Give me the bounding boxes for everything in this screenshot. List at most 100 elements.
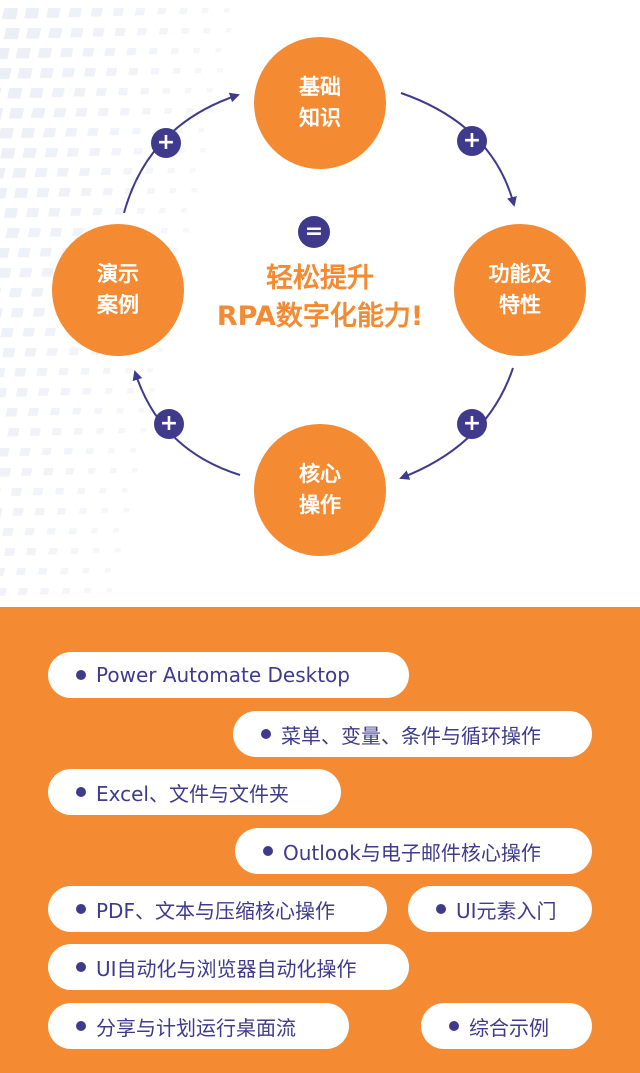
pattern-square (78, 508, 88, 514)
pattern-square (184, 88, 192, 94)
pattern-square (51, 88, 65, 98)
pattern-square (81, 48, 95, 57)
node-features-line1: 功能及 (488, 262, 552, 286)
pattern-square (39, 588, 50, 595)
pattern-square (32, 308, 46, 317)
pattern-square (60, 568, 69, 574)
bullet-dot-icon (76, 670, 86, 680)
pattern-square (180, 208, 188, 213)
pattern-square (148, 48, 158, 55)
pattern-square (36, 188, 50, 198)
pattern-square (109, 128, 120, 136)
pattern-square (0, 268, 12, 278)
pattern-square (15, 48, 31, 59)
pattern-square (22, 148, 37, 158)
pattern-square (58, 368, 69, 376)
pattern-square (129, 448, 137, 453)
pattern-square (194, 68, 203, 74)
pattern-square (1, 8, 19, 20)
node-demo-cases-line1: 演示 (97, 262, 139, 286)
pattern-square (64, 128, 78, 137)
pattern-square (105, 68, 118, 76)
pattern-square (80, 188, 92, 196)
pattern-square (112, 8, 125, 16)
pattern-square (157, 348, 164, 353)
topic-pill-power-automate-desktop: Power Automate Desktop (48, 652, 409, 698)
center-title-line2: RPA数字化能力! (216, 301, 424, 332)
pattern-square (30, 108, 46, 118)
pattern-square (158, 28, 169, 35)
pattern-square (82, 388, 92, 395)
pattern-square (46, 528, 56, 535)
node-core-ops-line2: 操作 (299, 493, 341, 517)
arrow-top-to-right (400, 92, 517, 207)
topic-label: 分享与计划运行桌面流 (96, 1015, 296, 1040)
pattern-square (123, 508, 130, 513)
pattern-square (87, 468, 96, 474)
pattern-square (44, 148, 59, 158)
pattern-square (150, 68, 160, 75)
pattern-square (59, 388, 71, 396)
pattern-square (92, 208, 103, 216)
pattern-square (85, 448, 95, 454)
pattern-square (138, 408, 145, 413)
pattern-square (106, 588, 113, 593)
pattern-square (100, 168, 112, 176)
pattern-square (116, 408, 124, 414)
pattern-square (0, 128, 14, 139)
topic-label: 菜单、变量、条件与循环操作 (281, 723, 541, 748)
pattern-square (124, 368, 133, 374)
topic-label: Power Automate Desktop (96, 663, 350, 687)
pattern-square (5, 228, 20, 238)
pattern-square (73, 428, 84, 435)
center-title-line1: 轻松提升 (266, 263, 374, 294)
pattern-square (99, 488, 107, 494)
pattern-square (87, 128, 99, 136)
pattern-square (44, 328, 57, 336)
pattern-square (61, 588, 71, 594)
pattern-square (170, 48, 180, 54)
pattern-square (80, 368, 90, 375)
pattern-square (100, 508, 109, 514)
pattern-square (90, 528, 99, 534)
pattern-square (146, 368, 154, 373)
pattern-square (15, 388, 29, 397)
pattern-square (73, 88, 86, 97)
pattern-square (208, 108, 215, 113)
pattern-square (197, 128, 205, 133)
pattern-square (59, 48, 74, 58)
pattern-square (134, 8, 146, 16)
pattern-square (12, 508, 24, 516)
pattern-square (175, 128, 184, 134)
pattern-square (78, 168, 91, 176)
pattern-square (0, 368, 6, 378)
pattern-square (160, 228, 169, 234)
plus-icon: + (154, 409, 184, 439)
topic-pill-ui-browser-automation: UI自动化与浏览器自动化操作 (48, 944, 409, 990)
pattern-square (88, 148, 101, 156)
pattern-square (47, 28, 63, 38)
topic-pill-comprehensive-examples: 综合示例 (421, 1003, 592, 1049)
pattern-square (95, 88, 108, 96)
pattern-square (66, 148, 80, 157)
pattern-square (126, 48, 137, 56)
pattern-square (0, 168, 6, 179)
pattern-square (133, 148, 143, 155)
pattern-square (0, 48, 10, 60)
pattern-square (162, 88, 171, 94)
pattern-square (54, 488, 65, 495)
pattern-square (61, 68, 76, 78)
pattern-square (180, 28, 190, 34)
pattern-square (0, 328, 14, 338)
pattern-square (179, 8, 188, 14)
pattern-square (136, 208, 146, 214)
pattern-square (185, 108, 194, 114)
pattern-square (92, 28, 105, 37)
topic-pill-excel-files: Excel、文件与文件夹 (48, 769, 341, 815)
plus-icon: + (457, 409, 487, 439)
pattern-square (114, 208, 124, 215)
pattern-square (19, 268, 33, 278)
pattern-square (58, 188, 71, 197)
pattern-square (182, 228, 190, 233)
pattern-square (2, 528, 14, 536)
